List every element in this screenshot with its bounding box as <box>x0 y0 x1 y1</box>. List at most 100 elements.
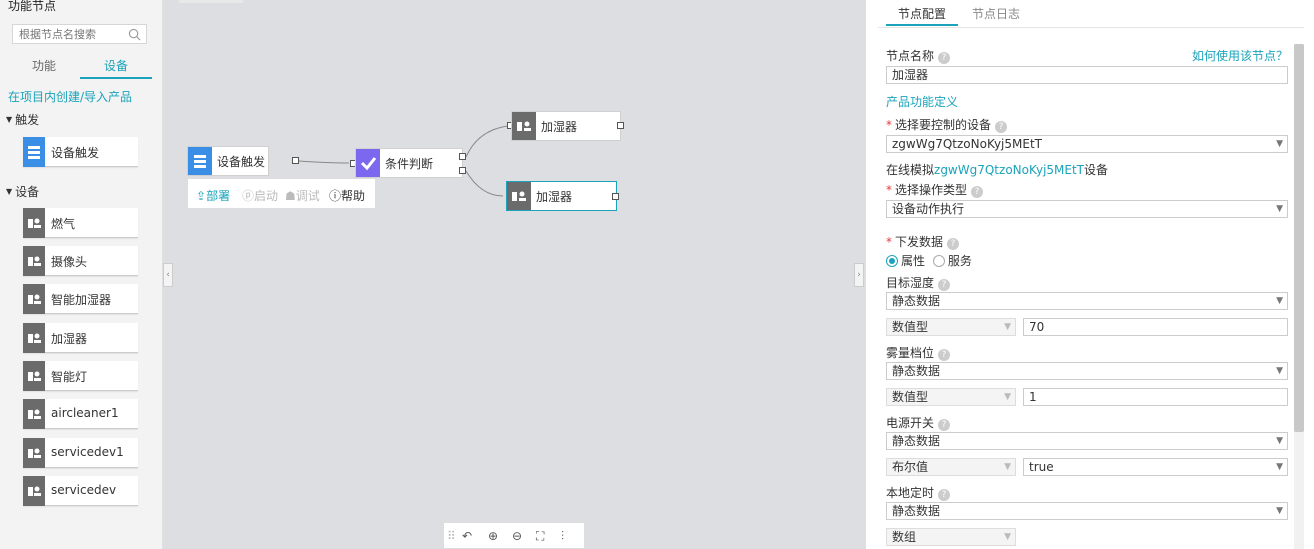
radio-service-label[interactable]: 服务 <box>947 254 972 268</box>
tab-functions[interactable]: 功能 <box>31 59 56 73</box>
field-label: 电源开关? <box>886 414 951 431</box>
node-condition[interactable]: 条件判断 <box>355 148 463 178</box>
node-search-input[interactable] <box>13 25 123 43</box>
field-label-text: 雾量档位 <box>886 346 935 360</box>
device-select[interactable]: zgwWg7QtzoNoKyj5MEtT▼ <box>886 135 1288 153</box>
import-product-link[interactable]: 在项目内创建/导入产品 <box>8 90 133 104</box>
question-icon[interactable]: ? <box>938 419 951 431</box>
zoom-out-icon[interactable]: ⊖ <box>512 529 523 543</box>
field-source-select[interactable]: 静态数据▼ <box>886 502 1288 520</box>
node-device-trigger[interactable]: 设备触发 <box>187 146 269 176</box>
question-icon[interactable]: ? <box>995 121 1008 133</box>
device-icon <box>23 438 45 468</box>
tab-node-log[interactable]: 节点日志 <box>972 7 1021 21</box>
op-type-select[interactable]: 设备动作执行▼ <box>886 200 1288 218</box>
undo-icon[interactable]: ↶ <box>462 529 473 543</box>
question-icon[interactable]: ? <box>938 52 951 64</box>
deploy-button[interactable]: ⇪部署 <box>196 187 230 204</box>
field-source-select[interactable]: 静态数据▼ <box>886 432 1288 450</box>
question-icon[interactable]: ? <box>947 238 960 250</box>
node-humidifier-1[interactable]: 加湿器 <box>511 111 621 141</box>
node-humidifier-2[interactable]: 加湿器 <box>506 181 617 211</box>
palette-item-device[interactable]: servicedev <box>23 476 138 506</box>
flow-canvas[interactable]: ‹ › 设备触发 ⇪部署 ⓟ启动 ☗调试 ⓘ帮助 条件判断 加湿器 加湿器 ⠿ … <box>163 0 865 549</box>
start-button[interactable]: ⓟ启动 <box>242 187 278 204</box>
op-type-value: 设备动作执行 <box>892 202 965 216</box>
field-source-select[interactable]: 静态数据▼ <box>886 292 1288 310</box>
fit-screen-icon[interactable]: ⛶ <box>536 529 545 543</box>
palette-item-device[interactable]: 燃气 <box>23 208 138 238</box>
scrollbar-thumb[interactable] <box>1294 44 1304 432</box>
palette-title: 功能节点 <box>8 0 57 13</box>
field-type-value: 数组 <box>892 530 917 544</box>
question-icon[interactable]: ? <box>938 279 951 291</box>
question-icon[interactable]: ? <box>938 489 951 501</box>
trigger-icon <box>188 147 212 175</box>
node-label: 加湿器 <box>536 190 573 204</box>
search-icon[interactable] <box>128 28 141 41</box>
output-port[interactable] <box>292 157 299 164</box>
device-icon <box>512 112 536 140</box>
radio-property[interactable] <box>886 255 898 267</box>
layout-settings-icon[interactable]: ⫶ <box>561 529 565 543</box>
node-name-input[interactable]: 加湿器 <box>886 66 1288 84</box>
palette-tabs: 功能 设备 <box>8 56 152 80</box>
chevron-down-icon: ▼ <box>1276 462 1283 472</box>
group-device[interactable]: ▼设备 <box>6 183 39 200</box>
tab-node-config[interactable]: 节点配置 <box>886 4 959 26</box>
field-label-text: 本地定时 <box>886 486 935 500</box>
product-definition-link[interactable]: 产品功能定义 <box>886 95 959 109</box>
field-type-select[interactable]: 数组▼ <box>886 528 1016 546</box>
output-port-true[interactable] <box>459 153 466 160</box>
collapse-left-panel-button[interactable]: ‹ <box>163 263 173 287</box>
palette-item-label: servicedev <box>51 483 117 497</box>
op-type-label: *选择操作类型? <box>886 181 984 198</box>
help-icon: ⓘ <box>329 189 342 203</box>
field-label-text: 目标湿度 <box>886 276 935 290</box>
palette-item-device[interactable]: 智能灯 <box>23 361 138 391</box>
radio-property-label[interactable]: 属性 <box>901 254 926 268</box>
online-sim-device-link[interactable]: zgwWg7QtzoNoKyj5MEtT <box>934 163 1085 177</box>
node-search-box[interactable] <box>12 24 147 44</box>
palette-item-device[interactable]: 加湿器 <box>23 323 138 353</box>
group-trigger[interactable]: ▼触发 <box>6 111 39 128</box>
debug-button[interactable]: ☗调试 <box>285 187 320 204</box>
collapse-right-panel-button[interactable]: › <box>854 263 864 287</box>
field-source-value: 静态数据 <box>892 434 941 448</box>
question-icon[interactable]: ? <box>971 186 984 198</box>
output-port[interactable] <box>612 193 619 200</box>
field-value-select[interactable]: true▼ <box>1023 458 1288 476</box>
cloud-upload-icon: ⇪ <box>196 189 207 203</box>
palette-item-device[interactable]: 智能加湿器 <box>23 284 138 314</box>
field-type-select[interactable]: 数值型▼ <box>886 388 1016 406</box>
help-button[interactable]: ⓘ帮助 <box>329 187 365 204</box>
device-icon <box>23 208 45 238</box>
how-to-use-link[interactable]: 如何使用该节点？ <box>1191 49 1288 63</box>
device-icon <box>507 182 531 210</box>
field-source-value: 静态数据 <box>892 364 941 378</box>
node-label: 设备触发 <box>217 155 266 169</box>
palette-item-device[interactable]: servicedev1 <box>23 438 138 468</box>
field-value-input[interactable]: 70 <box>1023 318 1288 336</box>
drag-handle-icon[interactable]: ⠿ <box>447 529 456 543</box>
chevron-down-icon: ▼ <box>1276 139 1283 149</box>
palette-item-device[interactable]: 摄像头 <box>23 246 138 276</box>
tab-devices[interactable]: 设备 <box>80 56 152 79</box>
node-name-label-text: 节点名称 <box>886 49 935 63</box>
field-source-select[interactable]: 静态数据▼ <box>886 362 1288 380</box>
question-icon[interactable]: ? <box>938 349 951 361</box>
field-type-select[interactable]: 数值型▼ <box>886 318 1016 336</box>
required-mark: * <box>886 183 892 197</box>
node-config-panel: 节点配置 节点日志 节点名称? 如何使用该节点？ 加湿器 产品功能定义 *选择要… <box>865 0 1314 549</box>
palette-item-device[interactable]: aircleaner1 <box>23 399 138 429</box>
field-type-select[interactable]: 布尔值▼ <box>886 458 1016 476</box>
device-icon <box>23 476 45 506</box>
output-port[interactable] <box>617 122 624 129</box>
output-port-false[interactable] <box>459 167 466 174</box>
bug-icon: ☗ <box>285 189 296 203</box>
radio-service[interactable] <box>932 255 945 267</box>
palette-item-device-trigger[interactable]: 设备触发 <box>23 137 138 167</box>
field-value-input[interactable]: 1 <box>1023 388 1288 406</box>
online-simulation-text: 在线模拟zgwWg7QtzoNoKyj5MEtT设备 <box>886 161 1108 178</box>
zoom-in-icon[interactable]: ⊕ <box>488 529 499 543</box>
